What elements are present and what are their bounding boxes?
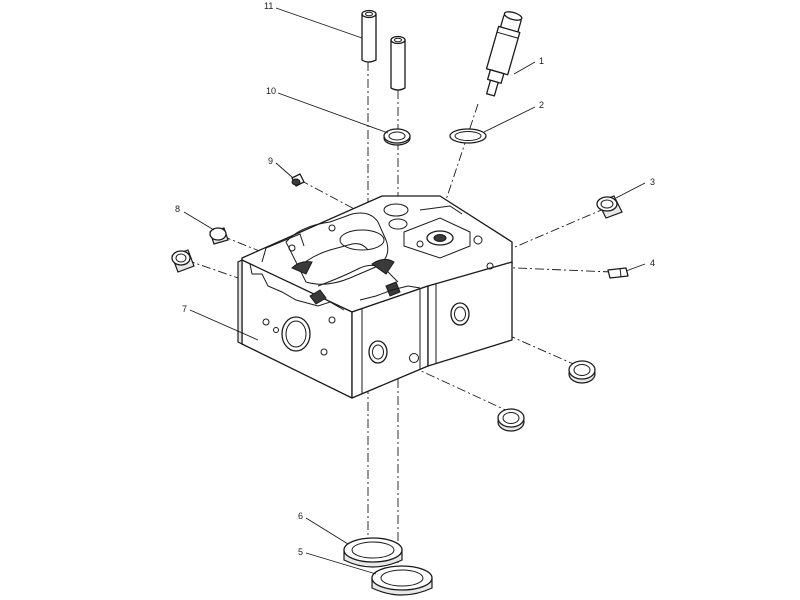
seal-ring-right [568, 360, 596, 384]
part-4-pin [607, 267, 629, 279]
leader-lines [183, 7, 646, 575]
callout-11: 11 [264, 1, 273, 11]
callout-3: 3 [650, 177, 655, 187]
cylinder-head-block [237, 195, 513, 399]
callout-7: 7 [182, 304, 187, 314]
callout-5: 5 [298, 547, 303, 557]
part-3-plug [596, 195, 623, 219]
part-9-pin [291, 173, 305, 187]
part-5-ring [371, 565, 433, 596]
callout-2: 2 [539, 100, 544, 110]
callout-8: 8 [175, 204, 180, 214]
callout-6: 6 [298, 511, 303, 521]
callout-10: 10 [266, 86, 276, 96]
side-plug-left [171, 249, 195, 273]
part-11-sleeve [361, 9, 377, 63]
callout-9: 9 [268, 156, 273, 166]
part-6-ring [343, 537, 403, 568]
callout-4: 4 [650, 258, 655, 268]
callout-labels: 1 2 3 4 5 6 7 8 9 10 11 [175, 1, 655, 557]
part-8-plug [209, 227, 229, 245]
seal-ring-bottom [497, 408, 525, 432]
part-2-o-ring [449, 128, 487, 144]
callout-1: 1 [539, 56, 544, 66]
part-11-sleeve-second [390, 35, 406, 91]
part-1-injector [485, 11, 523, 97]
part-10-ring [383, 128, 411, 146]
